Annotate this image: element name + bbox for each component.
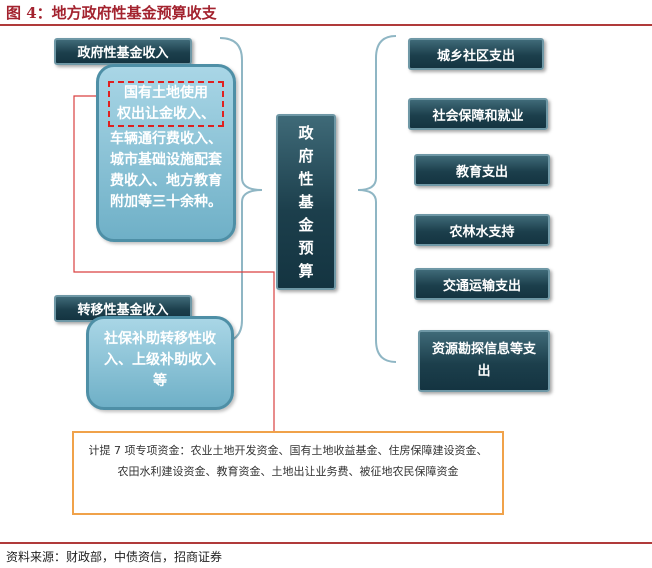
- gov-fund-income-box: 国有土地使用 权出让金收入、 车辆通行费收入、城市基础设施配套费收入、地方教育附…: [96, 64, 236, 242]
- gov-fund-income-label: 政府性基金收入: [54, 38, 192, 65]
- expenditure-education: 教育支出: [414, 154, 550, 186]
- transfer-fund-income-box: 社保补助转移性收入、上级补助收入等: [86, 316, 234, 410]
- title-rule: [0, 24, 652, 26]
- figure-title: 图 4：地方政府性基金预算收支: [6, 4, 217, 22]
- land-transfer-line2: 权出让金收入、: [117, 106, 215, 122]
- special-funds-note: 计提 7 项专项资金：农业土地开发资金、国有土地收益基金、住房保障建设资金、农田…: [72, 431, 504, 515]
- expenditure-resource-exploration: 资源勘探信息等支出: [418, 330, 550, 392]
- expenditure-social-security: 社会保障和就业: [408, 98, 548, 130]
- land-transfer-highlight: 国有土地使用 权出让金收入、: [108, 81, 224, 127]
- source-text: 资料来源：财政部，中债资信，招商证券: [6, 550, 223, 564]
- left-brace: [219, 37, 263, 343]
- gov-fund-budget-center: 政府性基金预算: [276, 114, 336, 290]
- land-transfer-line1: 国有土地使用: [124, 85, 208, 101]
- note-connector: [73, 95, 275, 431]
- expenditure-transport: 交通运输支出: [414, 268, 550, 300]
- expenditure-agriculture: 农林水支持: [414, 214, 550, 246]
- expenditure-urban-rural: 城乡社区支出: [408, 38, 544, 70]
- gov-fund-income-rest: 车辆通行费收入、城市基础设施配套费收入、地方教育附加等三十余种。: [110, 131, 222, 210]
- right-brace: [357, 35, 397, 363]
- source-rule: [0, 542, 652, 544]
